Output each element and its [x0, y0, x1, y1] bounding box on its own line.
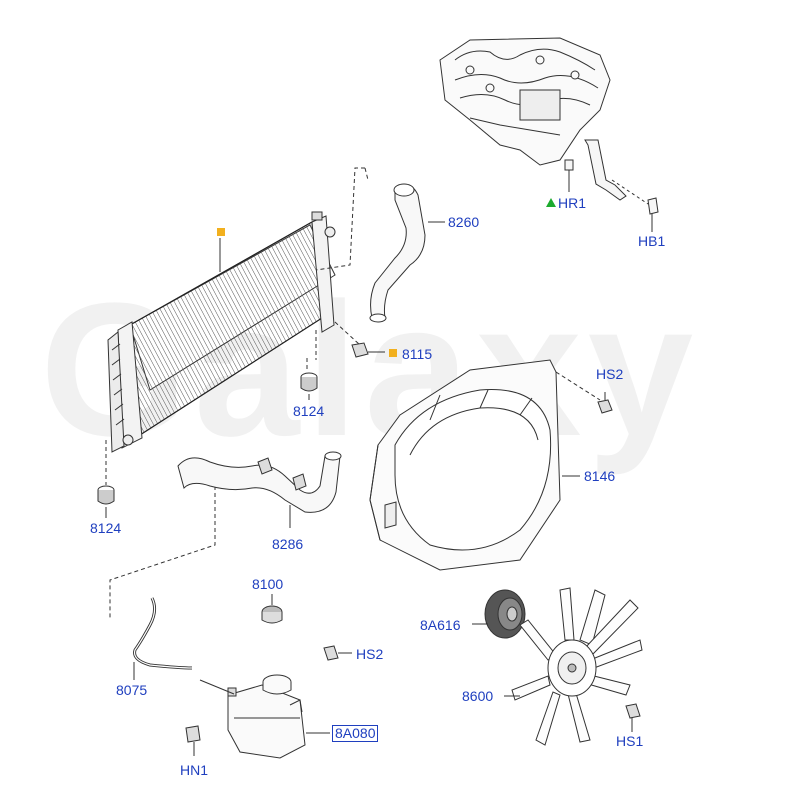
pressure-cap: [261, 594, 283, 624]
hr1-marker-triangle: [546, 198, 556, 207]
label-8286[interactable]: 8286: [272, 536, 304, 552]
label-8100[interactable]: 8100: [252, 576, 284, 592]
radiator-insulator-bottom: [97, 485, 115, 505]
label-8a080[interactable]: 8A080: [332, 725, 379, 742]
label-8a616[interactable]: 8A616: [420, 617, 461, 633]
fan-shroud: [369, 359, 561, 571]
engine-intake-manifold: [439, 37, 611, 166]
label-8146[interactable]: 8146: [584, 468, 616, 484]
reservoir-nut: [185, 725, 201, 756]
label-8115[interactable]: 8115: [402, 346, 433, 362]
label-8124-bottom[interactable]: 8124: [90, 520, 122, 536]
heater-tube: [564, 139, 659, 215]
fan-bolt: [625, 703, 641, 732]
label-8124-top[interactable]: 8124: [293, 403, 325, 419]
label-8075[interactable]: 8075: [116, 682, 148, 698]
shroud-bolt: [597, 392, 613, 414]
radiator: [107, 211, 336, 453]
fan-blade: [511, 587, 643, 746]
overflow-hose: [133, 597, 193, 670]
coolant-reservoir: [227, 674, 306, 759]
fan-clutch: [484, 589, 526, 639]
label-hs1[interactable]: HS1: [616, 733, 644, 749]
upper-radiator-hose: [369, 183, 426, 323]
label-8260[interactable]: 8260: [448, 214, 480, 230]
drain-plug-marker-square: [389, 349, 397, 357]
label-8600[interactable]: 8600: [462, 688, 494, 704]
label-hr1[interactable]: HR1: [558, 195, 587, 211]
radiator-insulator-top: [300, 372, 318, 392]
reservoir-bolt: [323, 645, 352, 661]
radiator-marker-square: [217, 228, 225, 236]
label-hn1[interactable]: HN1: [180, 762, 209, 778]
drain-plug: [351, 342, 385, 358]
lower-radiator-hose: [177, 451, 342, 513]
label-hs2-bottom[interactable]: HS2: [356, 646, 384, 662]
label-hb1[interactable]: HB1: [638, 233, 666, 249]
label-hs2-top[interactable]: HS2: [596, 366, 624, 382]
